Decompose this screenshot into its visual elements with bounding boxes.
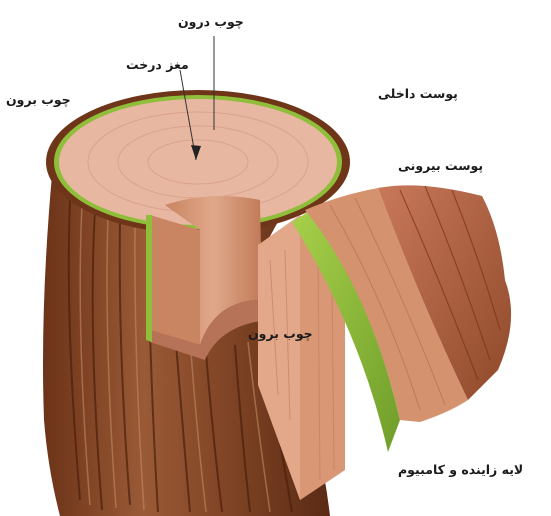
label-heartwood: چوب درون [178, 14, 244, 29]
label-pith: مغز درخت [126, 57, 189, 72]
label-inner-bark: پوست داخلی [378, 86, 458, 101]
label-cambium: لایه زاینده و کامبیوم [398, 462, 523, 477]
notch-left-wall [150, 215, 200, 345]
notch-green-edge [146, 215, 152, 342]
label-outer-bark: پوست بیرونی [398, 158, 483, 173]
label-sapwood-top: چوب برون [6, 92, 71, 107]
label-sapwood-mid: چوب برون [248, 326, 313, 341]
